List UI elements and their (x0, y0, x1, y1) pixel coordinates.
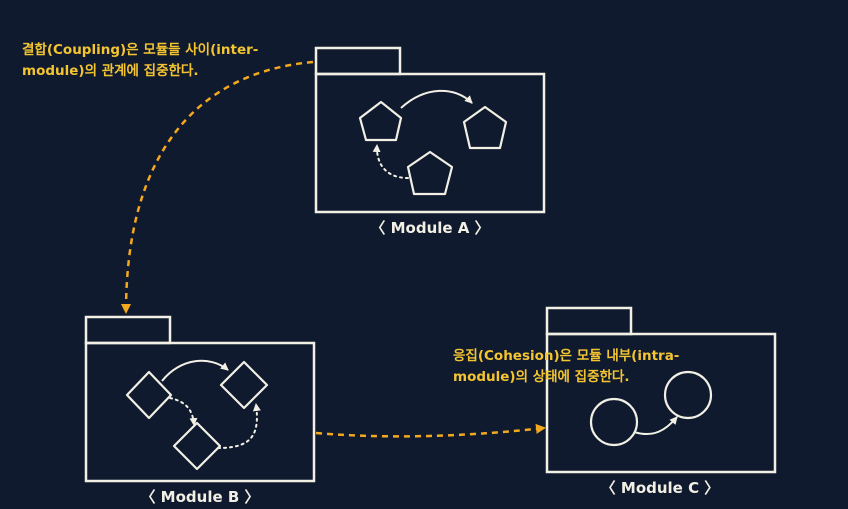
cohesion-annotation-line2: module)의 상태에 집중한다. (453, 369, 630, 385)
module-a: 〈 Module A 〉 (314, 46, 546, 237)
module-b-dotted-arrow-1 (169, 397, 198, 426)
module-c-label: 〈 Module C 〉 (601, 479, 720, 497)
circle-shape (663, 370, 713, 420)
coupling-arrow-a-to-b (121, 60, 314, 314)
module-b-folder (84, 315, 316, 483)
pentagon-shape (358, 100, 403, 142)
module-a-label: 〈 Module A 〉 (370, 219, 489, 237)
module-a-folder (314, 46, 546, 214)
circle-shape (589, 397, 639, 447)
module-c-folder (545, 306, 777, 474)
module-c-solid-arrow (633, 416, 678, 436)
module-b-solid-arrow (161, 359, 229, 382)
module-a-pentagons (358, 100, 508, 196)
module-b-label: 〈 Module B 〉 (140, 488, 259, 506)
module-a-solid-arrow (400, 89, 473, 109)
pentagon-shape (406, 150, 454, 196)
module-b: 〈 Module B 〉 (84, 315, 316, 506)
module-a-dotted-arrow (372, 144, 409, 179)
square-shape (125, 370, 173, 420)
cohesion-annotation-line1: 응집(Cohesion)은 모듈 내부(intra- (453, 348, 680, 364)
module-c-circles (589, 370, 713, 447)
coupling-annotation: 결합(Coupling)은 모듈들 사이(inter- module)의 관계에… (22, 40, 258, 82)
coupling-annotation-line2: module)의 관계에 집중한다. (22, 63, 199, 79)
module-b-squares (125, 360, 269, 471)
module-b-dotted-arrow-2 (217, 403, 261, 449)
module-c: 〈 Module C 〉 (545, 306, 777, 497)
coupling-arrow-b-to-c (315, 423, 546, 438)
coupling-annotation-line1: 결합(Coupling)은 모듈들 사이(inter- (22, 42, 259, 58)
square-shape (219, 360, 269, 410)
cohesion-annotation: 응집(Cohesion)은 모듈 내부(intra- module)의 상태에 … (453, 346, 679, 388)
square-shape (172, 421, 222, 471)
pentagon-shape (462, 105, 508, 150)
